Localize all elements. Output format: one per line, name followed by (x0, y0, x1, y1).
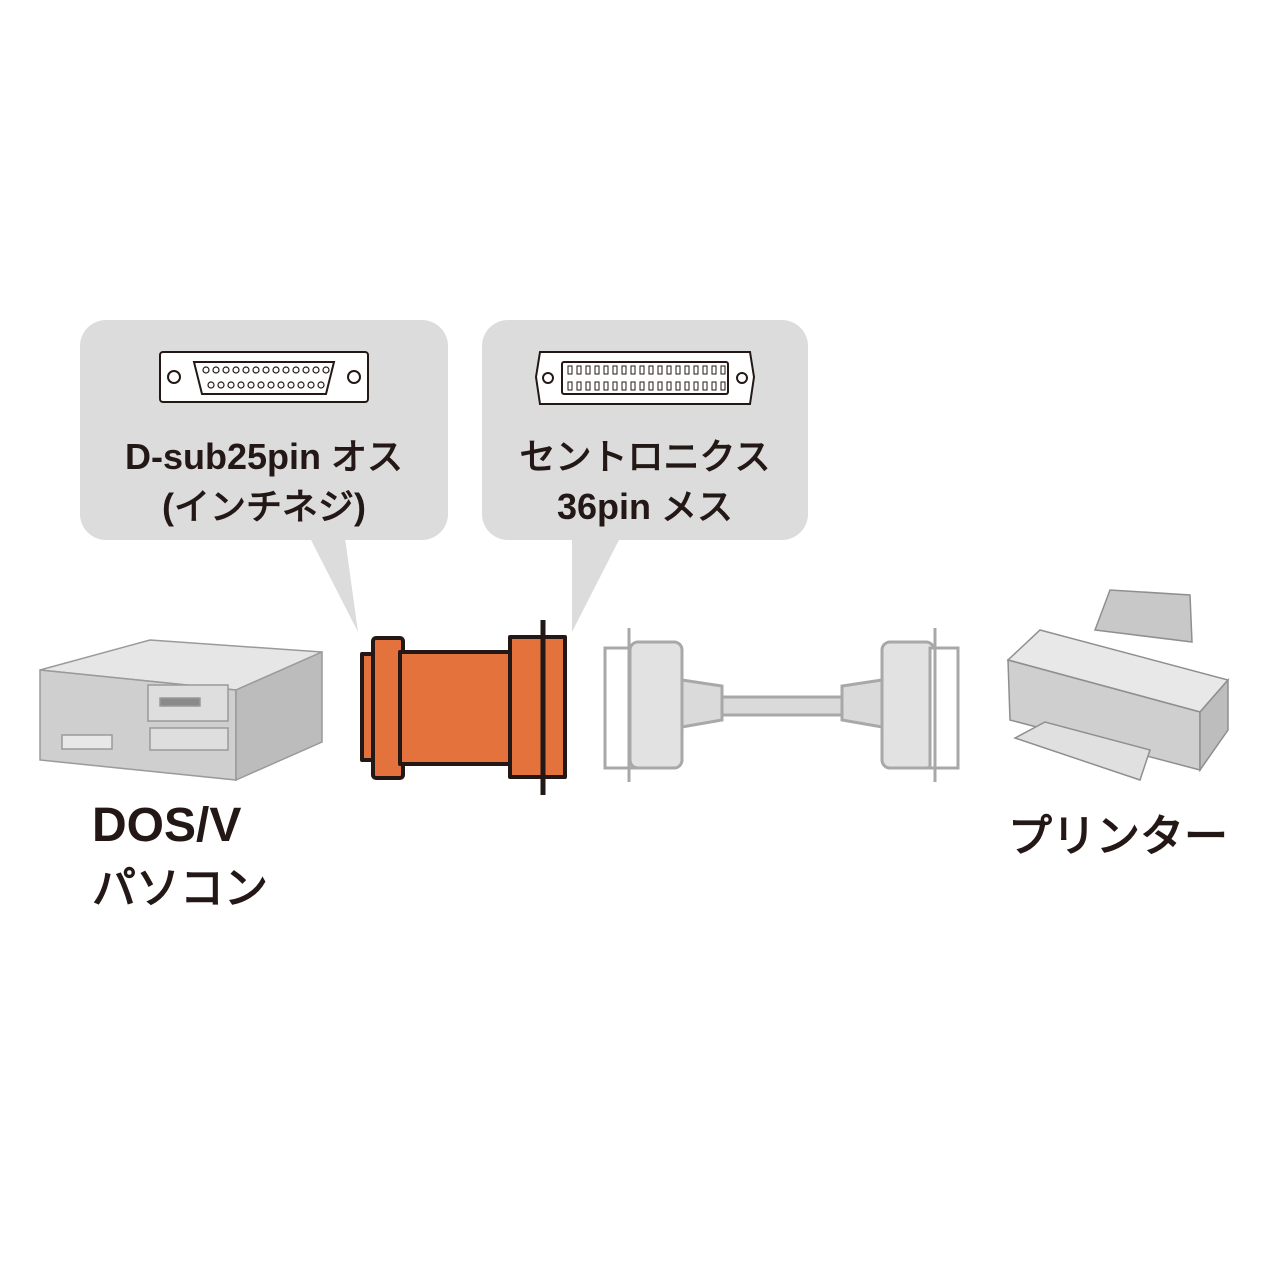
pin (207, 381, 215, 389)
contact (648, 365, 654, 375)
contact (576, 365, 582, 375)
contact (603, 381, 609, 391)
contact (711, 381, 717, 391)
pin (287, 381, 295, 389)
pc-label-line2: パソコン (92, 864, 268, 913)
pin (312, 366, 320, 374)
callout-right-line2: 36pin メス (556, 486, 734, 527)
pin (252, 366, 260, 374)
callout-left-line1: D-sub25pin オス (124, 436, 404, 477)
contact (702, 381, 708, 391)
pin (222, 366, 230, 374)
pin (232, 366, 240, 374)
callout-left-line2: (インチネジ) (162, 486, 366, 527)
pin (272, 366, 280, 374)
centronics-cable (603, 628, 960, 782)
pin (322, 366, 330, 374)
pin (292, 366, 300, 374)
printer-label: プリンター (1008, 812, 1228, 861)
pin (262, 366, 270, 374)
pin (257, 381, 265, 389)
contact (603, 365, 609, 375)
contact (594, 381, 600, 391)
contact (657, 365, 663, 375)
contact (612, 365, 618, 375)
contact (666, 381, 672, 391)
contact (711, 365, 717, 375)
pin (202, 366, 210, 374)
pin (242, 366, 250, 374)
pin (297, 381, 305, 389)
pin (212, 366, 220, 374)
printer-icon (1006, 589, 1230, 781)
contact (675, 365, 681, 375)
dsub25-connector-icon (159, 351, 369, 403)
pin (302, 366, 310, 374)
pin (247, 381, 255, 389)
contact (720, 365, 726, 375)
pin (277, 381, 285, 389)
pin (317, 381, 325, 389)
contact (594, 365, 600, 375)
contact (585, 381, 591, 391)
contact (675, 381, 681, 391)
contact (585, 365, 591, 375)
contact (657, 381, 663, 391)
contact (684, 365, 690, 375)
contact (630, 381, 636, 391)
contact (693, 365, 699, 375)
contact (621, 365, 627, 375)
contact (720, 381, 726, 391)
pin (307, 381, 315, 389)
pin (227, 381, 235, 389)
pin (237, 381, 245, 389)
pc-label-line1: DOS/V (92, 799, 242, 852)
contact (702, 365, 708, 375)
contact (576, 381, 582, 391)
contact (639, 381, 645, 391)
contact (693, 381, 699, 391)
gender-changer-adapter (360, 620, 567, 795)
contact (621, 381, 627, 391)
contact (639, 365, 645, 375)
pin (267, 381, 275, 389)
contact (630, 365, 636, 375)
pin (217, 381, 225, 389)
contact (648, 381, 654, 391)
contact (612, 381, 618, 391)
pin (282, 366, 290, 374)
contact (666, 365, 672, 375)
contact (567, 365, 573, 375)
centronics36-connector-icon (534, 351, 756, 405)
pc-icon (39, 639, 323, 782)
callout-right-line1: セントロニクス (519, 436, 771, 477)
contact (684, 381, 690, 391)
contact (567, 381, 573, 391)
